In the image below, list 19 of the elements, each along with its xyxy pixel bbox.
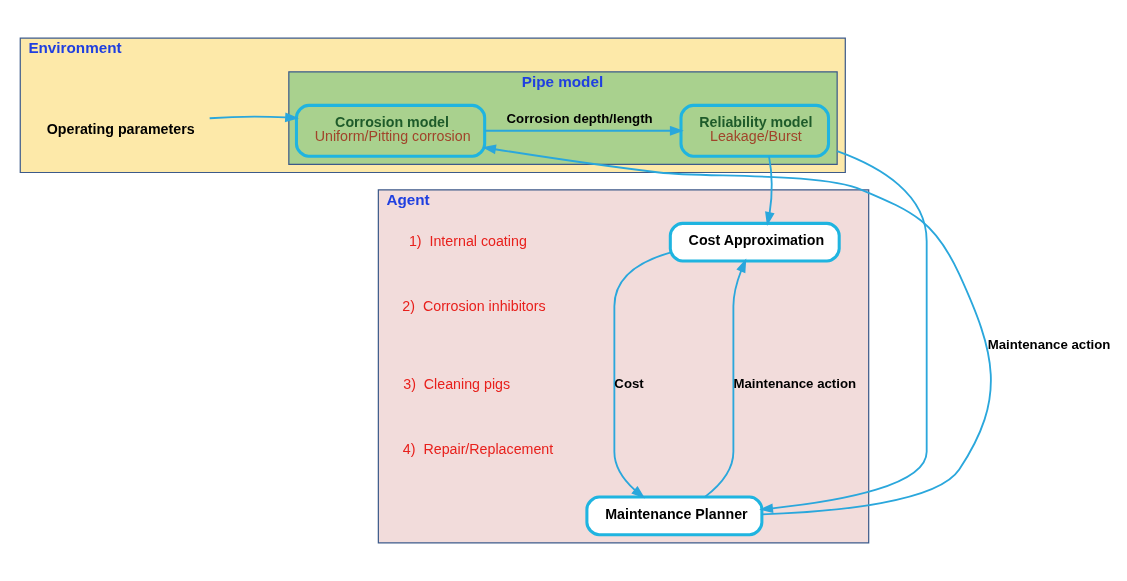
arrow	[613, 251, 672, 499]
arrow	[759, 150, 928, 514]
node-text: Operating parameters	[46, 120, 195, 137]
edge-label: Maintenance action	[987, 336, 1111, 352]
edge-label: Corrosion depth/length	[506, 111, 653, 127]
arrow	[482, 144, 992, 516]
arrow	[765, 155, 775, 226]
edge-label: Maintenance action	[733, 376, 857, 392]
node-box: Cost Approximation	[668, 221, 841, 263]
arrow	[483, 125, 684, 136]
label: 4) Repair/Replacement	[402, 441, 554, 458]
arrow	[704, 258, 747, 498]
node-box: Reliability model Leakage/Burst	[679, 103, 831, 158]
label: 2) Corrosion inhibitors	[402, 298, 546, 315]
label: 1) Internal coating	[408, 232, 527, 249]
arrow	[208, 112, 299, 123]
node-box: Maintenance Planner	[585, 495, 764, 537]
label: 3) Cleaning pigs	[403, 376, 511, 393]
node-box: Corrosion model Uniform/Pitting corrosion	[294, 103, 487, 158]
